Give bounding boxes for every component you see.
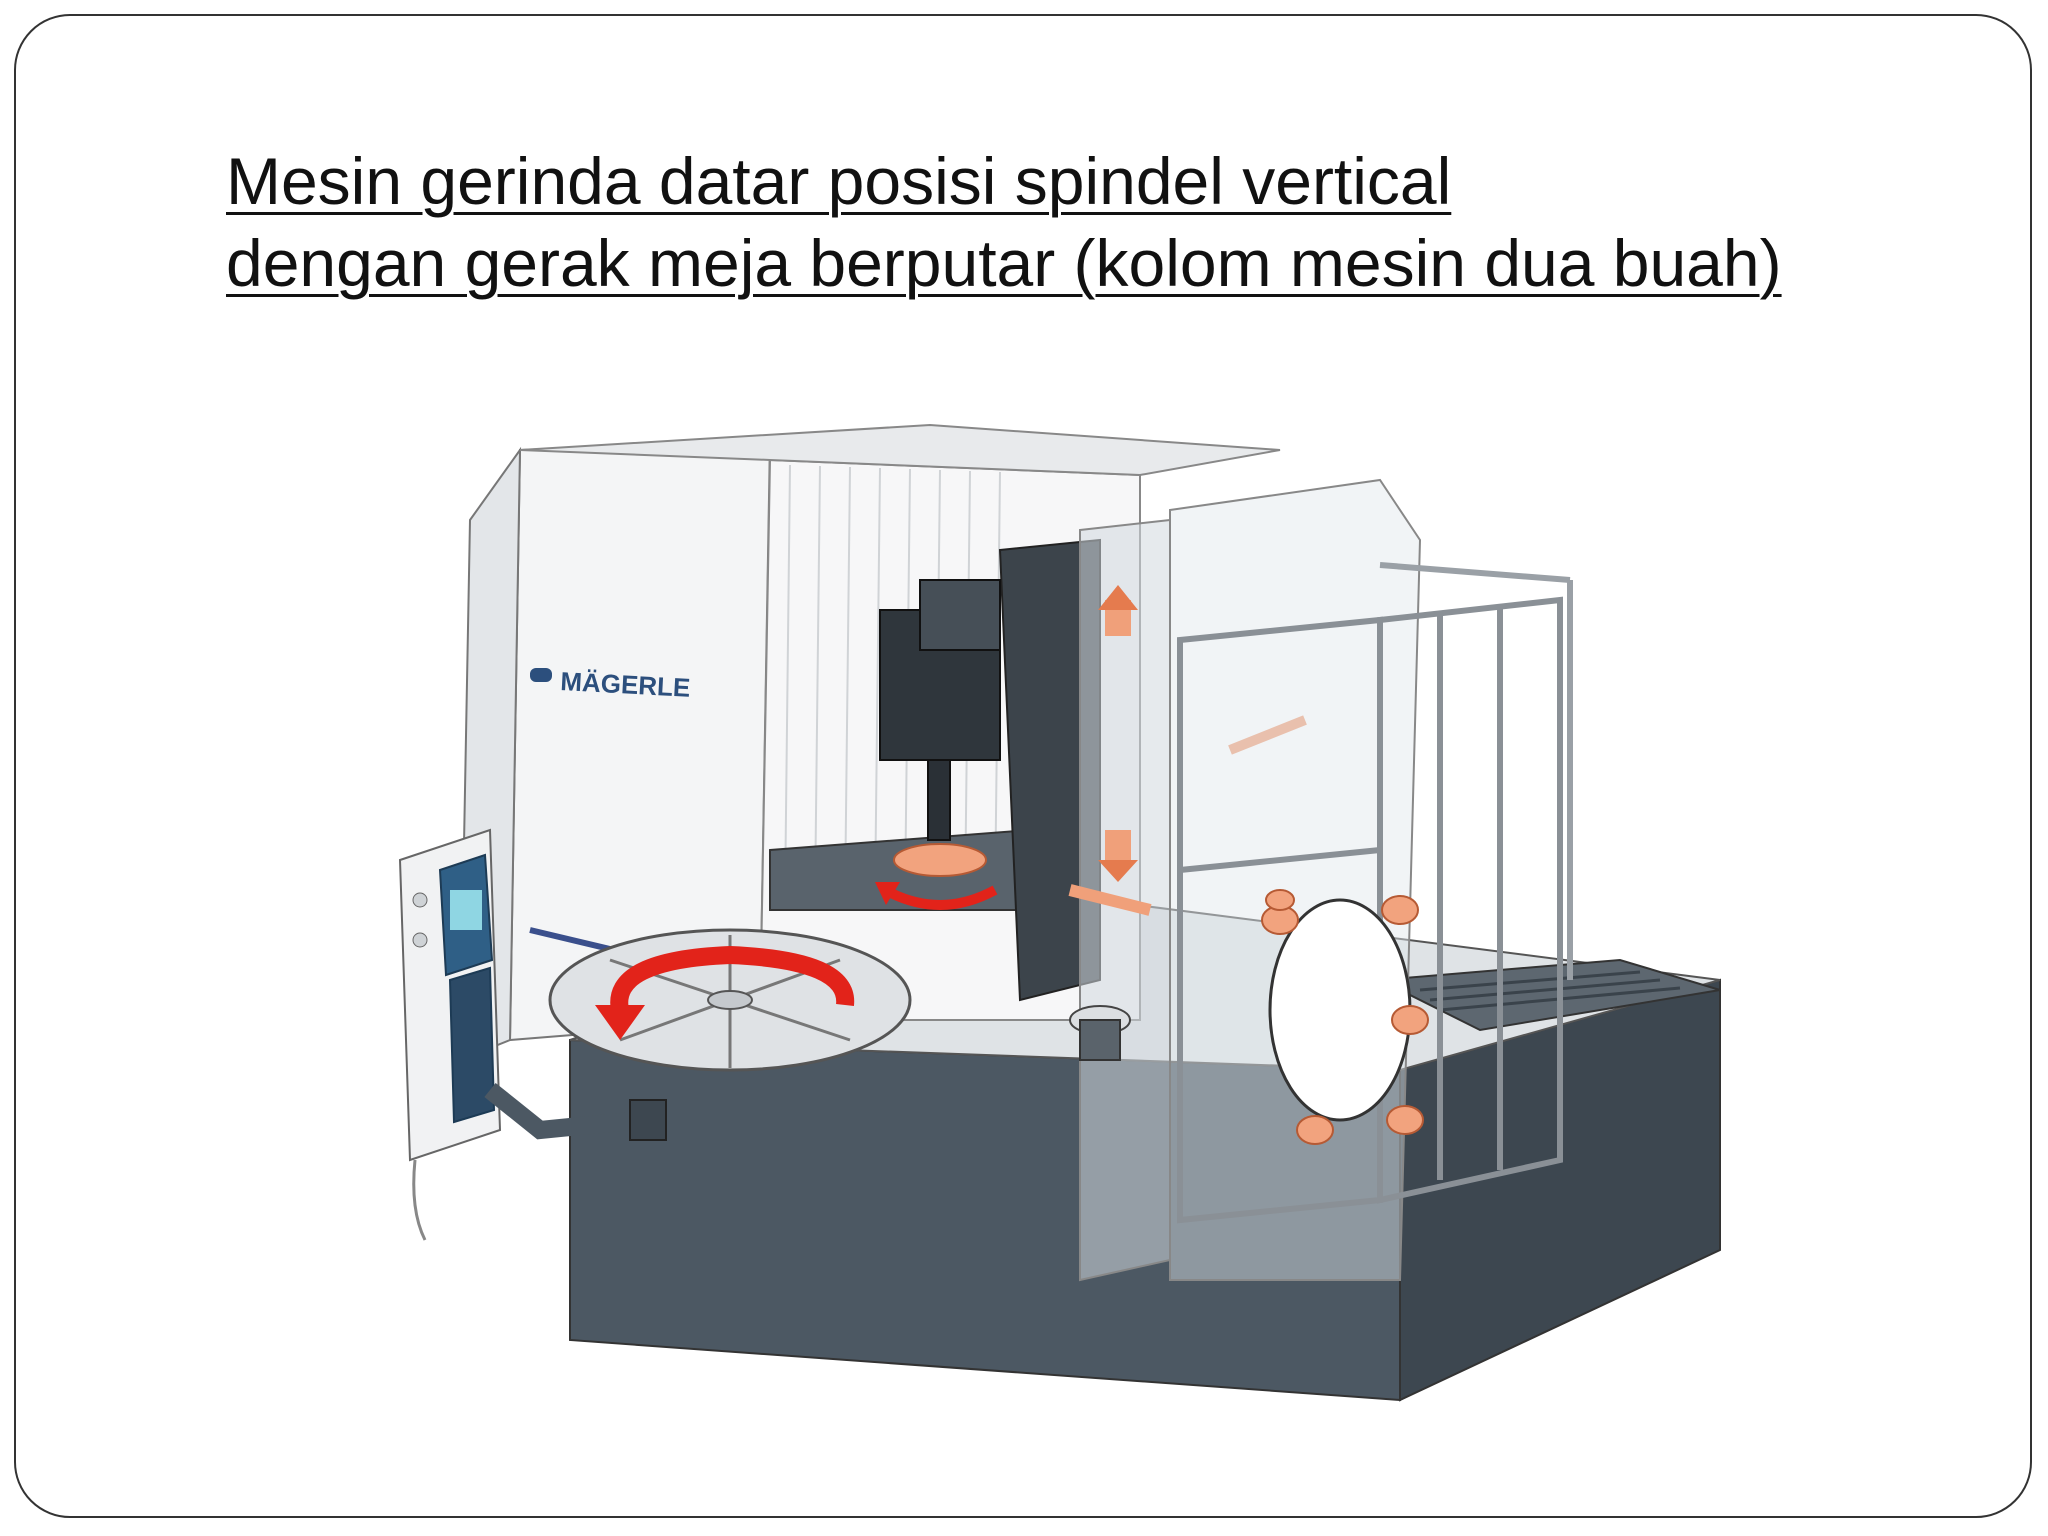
grinding-wheel	[893, 843, 987, 877]
spindle-shaft	[927, 759, 951, 841]
brand-logo-swoosh	[530, 668, 552, 682]
rotary-table-hub	[707, 990, 753, 1010]
slide-title-line-1: Mesin gerinda datar posisi spindel verti…	[226, 144, 1452, 218]
spindle-motor	[919, 579, 1001, 651]
control-panel-cable	[412, 1159, 427, 1241]
spindle-rotation-arrowhead-icon	[875, 882, 900, 905]
right-bed-trough	[1376, 958, 1721, 1032]
slide-title-line-2: dengan gerak meja berputar (kolom mesin …	[226, 226, 1782, 300]
gear-workpiece	[1268, 898, 1412, 1122]
spindle-rotation-arrow-icon	[882, 885, 998, 910]
dressing-unit-body	[1079, 1019, 1121, 1061]
rotation-arrow-icon	[610, 945, 855, 1012]
top-rail	[1379, 562, 1573, 980]
enclosure-roof	[519, 423, 1281, 477]
grinding-machine-drawing: MÄGERLE	[398, 423, 1721, 1402]
brand-logo: MÄGERLE	[560, 666, 691, 703]
control-panel-arm	[484, 1082, 641, 1140]
down-arrow-icon	[1098, 830, 1138, 882]
control-panel	[398, 828, 502, 1162]
slide-title: Mesin gerinda datar posisi spindel verti…	[226, 140, 1782, 304]
double-arrow-icon	[1068, 715, 1307, 916]
up-arrow-icon	[1098, 585, 1138, 636]
machine-illustration: MÄGERLE	[380, 420, 1740, 1440]
rotation-arrowhead-icon	[595, 1005, 645, 1040]
control-panel-mount	[629, 1099, 667, 1141]
